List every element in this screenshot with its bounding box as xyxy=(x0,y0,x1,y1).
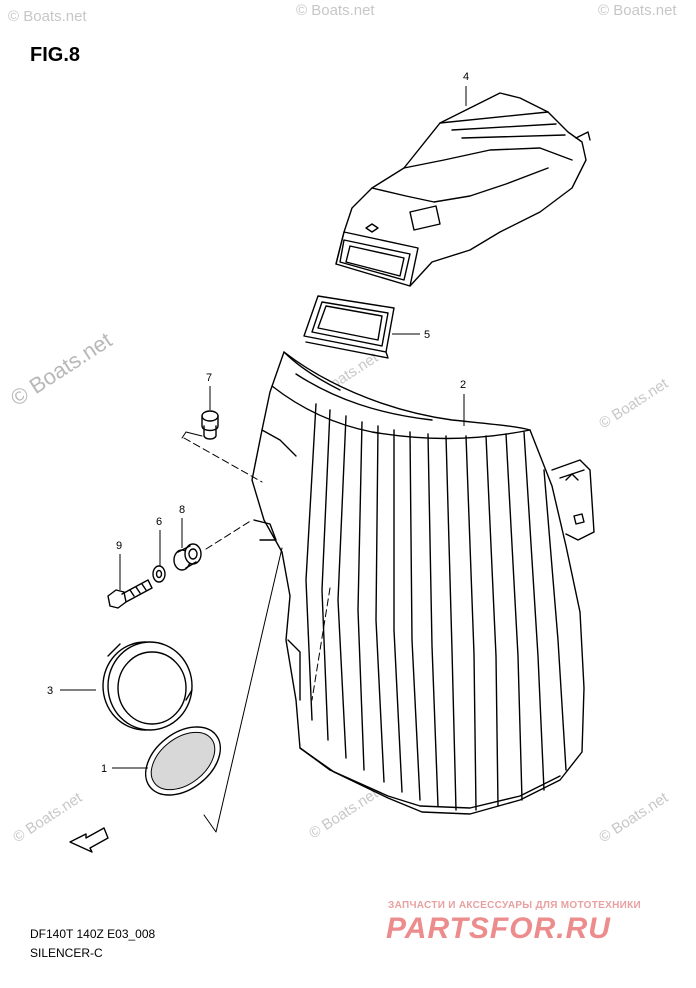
callout-2: 2 xyxy=(460,379,466,391)
callout-9: 9 xyxy=(116,540,122,552)
callout-7: 7 xyxy=(206,372,212,384)
watermark: © Boats.net xyxy=(598,2,677,19)
figure-title: FIG.8 xyxy=(30,44,81,66)
callout-3: 3 xyxy=(47,685,53,697)
callout-6: 6 xyxy=(156,516,162,528)
air-duct xyxy=(335,92,591,287)
callout-5: 5 xyxy=(424,329,430,341)
filter-screen xyxy=(144,726,222,796)
callout-8: 8 xyxy=(179,504,185,516)
assembly-lines xyxy=(181,431,331,833)
intake-ring xyxy=(102,641,193,731)
promo-tagline: ЗАПЧАСТИ И АКСЕССУАРЫ ДЛЯ МОТОТЕХНИКИ xyxy=(388,900,641,911)
promo-logo[interactable]: PARTSFOR.RU xyxy=(386,912,611,945)
callout-1: 1 xyxy=(101,763,107,775)
diagram-caption: SILENCER-C xyxy=(30,946,103,960)
plug-bolt xyxy=(201,410,219,440)
watermark: © Boats.net xyxy=(296,2,375,19)
washer xyxy=(152,565,166,583)
diagram-code: DF140T 140Z E03_008 xyxy=(30,927,156,941)
silencer-case xyxy=(251,351,595,815)
bolt xyxy=(107,579,153,609)
callout-4: 4 xyxy=(463,71,469,83)
watermark: © Boats.net xyxy=(8,8,87,25)
duct-seal xyxy=(303,295,395,359)
fwd-arrow-icon xyxy=(69,827,109,853)
grommet xyxy=(173,543,202,571)
